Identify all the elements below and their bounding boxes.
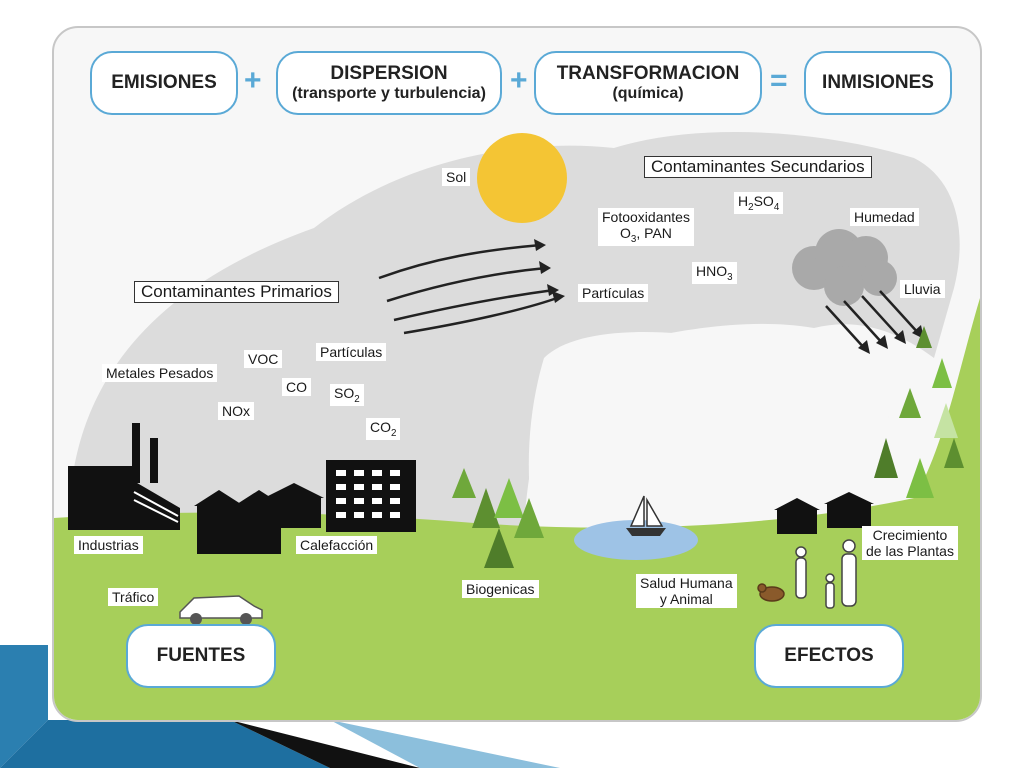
dispersion-label: DISPERSION [330,62,448,84]
so2-label: SO2 [330,384,364,406]
family-dog-icon [757,539,857,609]
transformation-sublabel: (química) [612,84,684,102]
factory-icon [68,423,180,530]
white-clearing [528,331,893,528]
secondary-pollutants-title: Contaminantes Secundarios [644,156,872,178]
diagram-frame: EMISIONES + DISPERSION (transporte y tur… [52,26,982,722]
rain-label: Lluvia [900,280,945,298]
effects-box: EFECTOS [754,624,904,688]
humidity-label: Humedad [850,208,919,226]
h2so4-label: H2SO4 [734,192,784,214]
sources-box: FUENTES [126,624,276,688]
forest-icon [452,468,544,568]
primary-particles-label: Partículas [316,343,387,361]
immissions-box: INMISIONES [804,51,952,115]
sun-icon [477,133,567,223]
biogenic-label: Biogenicas [462,580,539,598]
scene-illustration [54,131,980,720]
co2-label: CO2 [366,418,401,440]
dispersion-sublabel: (transporte y turbulencia) [292,84,486,102]
transformation-label: TRANSFORMACION [556,62,740,84]
lake [574,520,698,560]
photooxidants-label: Fotooxidantes O3, PAN [598,208,694,246]
sun-label: Sol [442,168,471,186]
emissions-box: EMISIONES [90,51,238,115]
effects-houses-icon [774,492,874,534]
pollution-cloud [74,131,960,538]
rain-arrows [825,290,921,351]
building-icon [326,460,416,532]
voc-label: VOC [244,350,283,368]
co-label: CO [282,378,311,396]
primary-pollutants-title: Contaminantes Primarios [134,281,339,303]
equals-sign: = [770,64,788,97]
secondary-particles-label: Partículas [578,284,649,302]
effects-label: EFECTOS [784,645,874,667]
plus-sign-1: + [244,64,262,97]
nox-label: NOx [218,402,254,420]
transformation-box: TRANSFORMACION (química) [534,51,762,115]
immissions-label: INMISIONES [822,72,934,94]
transport-arrows [378,243,561,335]
heavy-metals-label: Metales Pesados [102,364,218,382]
sources-label: FUENTES [156,645,246,667]
heating-label: Calefacción [296,536,378,554]
emissions-label: EMISIONES [111,72,217,94]
industries-label: Industrias [74,536,143,554]
traffic-label: Tráfico [108,588,159,606]
car-icon [179,595,263,625]
green-ground [54,298,980,720]
houses-icon [194,483,324,554]
hno3-label: HNO3 [692,262,737,284]
dispersion-box: DISPERSION (transporte y turbulencia) [276,51,502,115]
rain-cloud-icon [792,229,897,306]
hill-trees-icon [874,326,964,498]
plus-sign-2: + [510,64,528,97]
sailboat-icon [626,495,666,536]
